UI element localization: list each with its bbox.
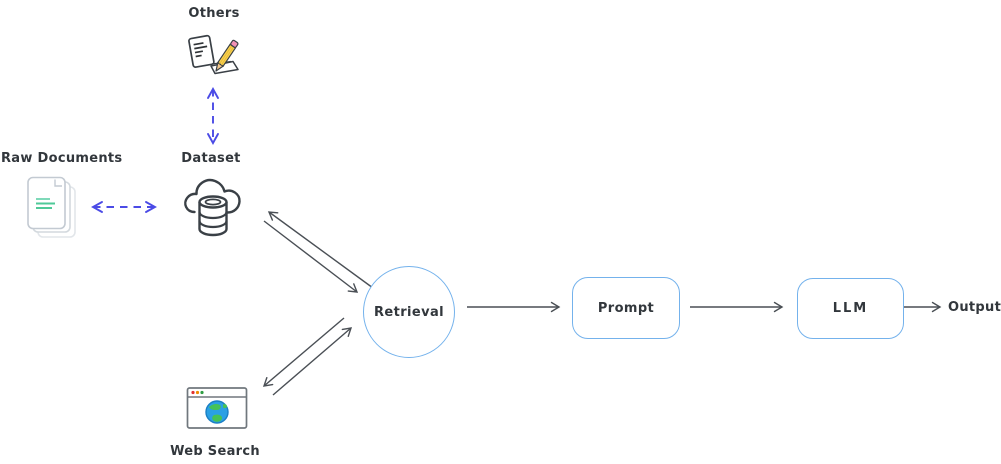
- notepad-pencil-icon: [188, 34, 239, 75]
- web-search-label: Web Search: [170, 444, 260, 459]
- prompt-label: Prompt: [597, 300, 655, 316]
- raw-documents-label: Raw Documents: [1, 151, 123, 166]
- llm-node: LLM: [797, 278, 904, 339]
- cloud-database-icon: [184, 178, 241, 237]
- dataset-label: Dataset: [181, 151, 241, 166]
- prompt-node: Prompt: [572, 277, 680, 339]
- others-label: Others: [188, 6, 240, 21]
- output-label: Output: [948, 300, 1001, 315]
- retrieval-label: Retrieval: [373, 304, 445, 320]
- llm-label: LLM: [832, 301, 869, 316]
- edge-websearch-to-retrieval: [272, 327, 353, 396]
- edge-retrieval-to-websearch: [262, 317, 345, 387]
- edge-retrieval-to-dataset: [267, 211, 374, 289]
- stacked-documents-icon: [27, 176, 76, 238]
- retrieval-node: Retrieval: [363, 266, 455, 358]
- browser-globe-icon: [186, 387, 248, 429]
- edge-dataset-to-retrieval: [263, 220, 359, 293]
